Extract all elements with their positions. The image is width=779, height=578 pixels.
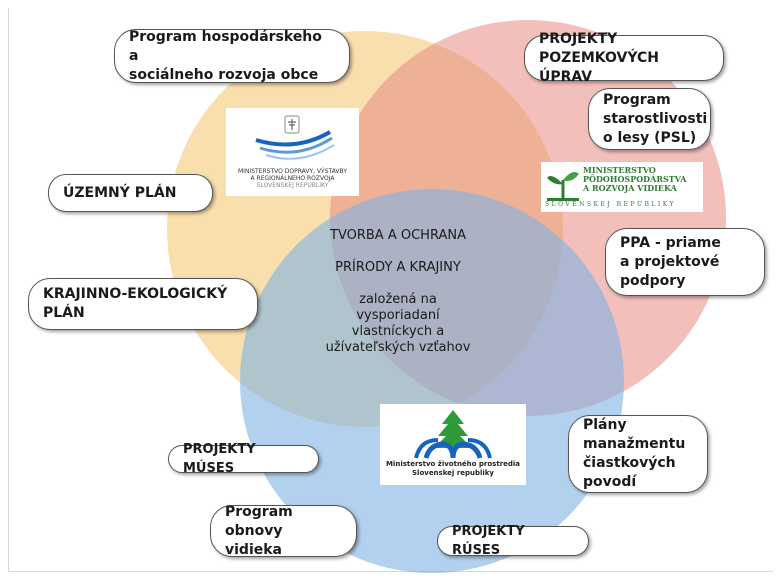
agriculture-logo-line1: MINISTERSTVO: [583, 165, 656, 175]
box-plany-manazmentu: Plány manažmentu čiastkových povodí: [568, 415, 708, 493]
box-program-obnovy: Program obnovy vidieka: [210, 504, 357, 558]
box-program-hospodarskeho: Program hospodárskeho a sociálneho rozvo…: [114, 29, 350, 83]
center-label: TVORBA A OCHRANA PRÍRODY A KRAJINY založ…: [318, 212, 478, 356]
box-projekty-muses: PROJEKTY MÚSES: [168, 442, 319, 476]
blue-circle: [240, 189, 624, 573]
environment-logo-line1: Ministerstvo životného prostredia: [385, 460, 521, 468]
transport-emblem-icon: [255, 115, 335, 160]
transport-logo-line1: MINISTERSTVO DOPRAVY, VÝSTAVBY: [238, 168, 347, 175]
agriculture-logo-line3: A ROZVOJA VIDIEKA: [583, 183, 677, 193]
environment-logo-line2: Slovenskej republiky: [412, 469, 494, 477]
tree-emblem-icon: [414, 410, 492, 459]
transport-logo-line3: SLOVENSKEJ REPUBLIKY: [256, 182, 329, 189]
agriculture-logo-line2: PÔDOHOSPODÁRSTVA: [583, 174, 687, 184]
sprout-icon: [547, 172, 579, 201]
transport-logo-line2: A REGIONÁLNEHO ROZVOJA: [250, 175, 335, 182]
box-uzemny-plan: ÚZEMNÝ PLÁN: [48, 174, 213, 212]
agriculture-logo-text: MINISTERSTVO PÔDOHOSPODÁRSTVA A ROZVOJA …: [583, 166, 687, 193]
agriculture-logo-line4: SLOVENSKEJ REPUBLIKY: [545, 201, 677, 208]
box-program-starostlivosti: Program starostlivosti o lesy (PSL): [588, 88, 711, 150]
center-title-line2: PRÍRODY A KRAJINY: [335, 260, 461, 275]
frame-left-line: [8, 8, 9, 572]
frame-bottom-line: [8, 571, 773, 572]
logo-ministry-environment: Ministerstvo životného prostredia Sloven…: [380, 404, 526, 485]
box-krajinno-ekologicky: KRAJINNO-EKOLOGICKÝ PLÁN: [28, 278, 258, 330]
center-title-line1: TVORBA A OCHRANA: [330, 228, 466, 243]
center-subtitle: založená na vysporiadaní vlastníckych a …: [325, 292, 471, 355]
box-projekty-ruses: PROJEKTY RÚSES: [437, 524, 589, 558]
box-projekty-pozemkovych: PROJEKTY POZEMKOVÝCH ÚPRAV: [524, 31, 724, 85]
logo-ministry-agriculture: MINISTERSTVO PÔDOHOSPODÁRSTVA A ROZVOJA …: [541, 162, 703, 212]
logo-ministry-transport: MINISTERSTVO DOPRAVY, VÝSTAVBY A REGIONÁ…: [226, 108, 359, 196]
box-ppa: PPA - priame a projektové podpory: [605, 228, 765, 296]
